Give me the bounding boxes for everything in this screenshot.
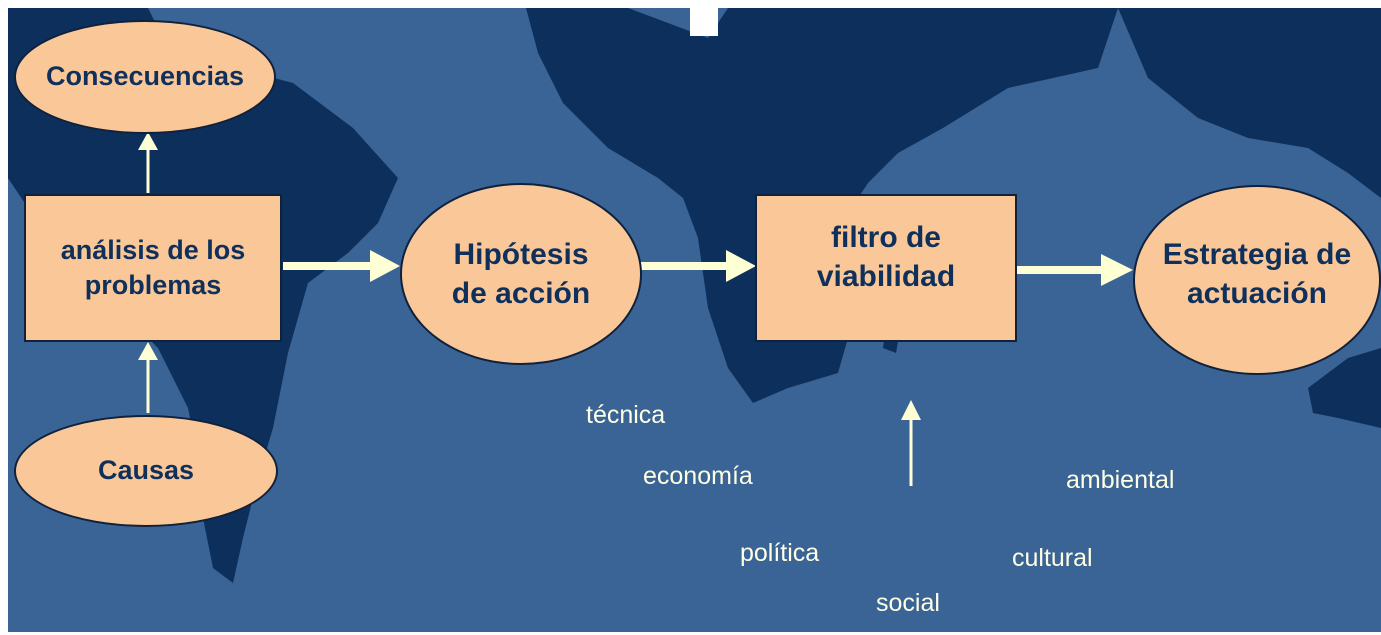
arrow-factors-to-filtro-head xyxy=(901,400,921,420)
factor-social: social xyxy=(876,589,940,617)
factor-ambiental: ambiental xyxy=(1066,466,1175,494)
arrow-filtro-to-estrategia-head xyxy=(1101,254,1133,286)
node-causas: Causas xyxy=(14,415,278,527)
node-hipotesis-label: Hipótesis de acción xyxy=(451,238,591,310)
arrow-analisis-to-consecuencias-head xyxy=(138,132,158,150)
factor-economia: economía xyxy=(643,462,753,490)
factor-tecnica: técnica xyxy=(586,401,666,429)
node-consecuencias-label: Consecuencias xyxy=(45,61,245,92)
node-estrategia-label: Estrategia de actuación xyxy=(1162,238,1352,310)
node-causas-label: Causas xyxy=(97,455,195,486)
slide: Consecuencias análisis de los problemas … xyxy=(8,8,1381,632)
arrow-analisis-to-hipotesis-head xyxy=(370,250,400,282)
node-hipotesis: Hipótesis de acción xyxy=(400,183,642,365)
node-analisis: análisis de los problemas xyxy=(24,194,282,342)
node-estrategia: Estrategia de actuación xyxy=(1133,185,1381,375)
node-filtro-label: filtro de viabilidad xyxy=(816,221,956,293)
arrow-hipotesis-to-filtro-head xyxy=(726,250,756,282)
node-filtro: filtro de viabilidad xyxy=(755,194,1017,342)
node-analisis-label: análisis de los problemas xyxy=(60,234,246,300)
factor-cultural: cultural xyxy=(1012,544,1093,572)
factor-politica: política xyxy=(740,539,820,567)
node-consecuencias: Consecuencias xyxy=(14,20,276,134)
arrow-causas-to-analisis-head xyxy=(138,342,158,360)
top-white-marker xyxy=(690,8,718,36)
connector-arrows xyxy=(138,8,1133,486)
